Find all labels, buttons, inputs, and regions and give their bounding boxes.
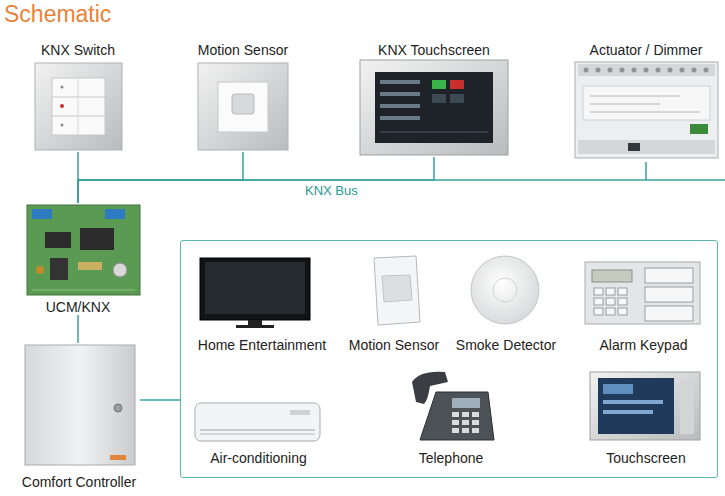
touchscreen-node: KNX Touchscreen: [355, 42, 513, 157]
device-label: KNX Switch: [41, 42, 115, 58]
switch-node: KNX Switch: [30, 42, 126, 152]
device-label: Motion Sensor: [198, 42, 288, 58]
device-label: Touchscreen: [606, 450, 685, 466]
device-label: UCM/KNX: [46, 299, 111, 315]
device-node: Home Entertainment: [187, 253, 337, 353]
motion-sensor-picture: [198, 63, 288, 150]
device-node: Telephone: [401, 366, 501, 466]
actuator-node: Actuator / Dimmer: [570, 42, 722, 162]
device-node: Smoke Detector: [451, 253, 561, 353]
bus-connector: [77, 315, 79, 343]
bus-connector: [78, 162, 646, 203]
device-label: Smoke Detector: [456, 337, 556, 353]
air-conditioner-picture: [195, 403, 320, 441]
smoke-detector-picture: [471, 256, 539, 324]
bus-label: KNX Bus: [303, 183, 360, 198]
bus-connector: [78, 152, 243, 203]
telephone-picture: [412, 372, 494, 440]
controller-box-picture: [25, 345, 135, 465]
page-title: Schematic: [4, 0, 111, 28]
device-label: Home Entertainment: [198, 337, 326, 353]
device-label: KNX Touchscreen: [378, 42, 490, 58]
device-node: Motion Sensor: [344, 253, 444, 353]
knx-switch-picture: [35, 63, 122, 150]
tv-picture: [200, 258, 310, 328]
touchscreen-picture: [590, 372, 700, 440]
device-label: Motion Sensor: [349, 337, 439, 353]
device-node: Air-conditioning: [191, 396, 326, 466]
pir-sensor-picture: [374, 256, 420, 325]
knx-touchscreen-picture: [360, 60, 508, 155]
device-group: Home Entertainment Motion Sensor Smoke Det…: [180, 240, 718, 478]
ucm-board-picture: [27, 205, 140, 295]
controller-node: Comfort Controller: [18, 343, 140, 490]
bus-line: [646, 179, 725, 181]
interface-node: UCM/KNX: [18, 203, 138, 315]
device-node: Touchscreen: [586, 366, 706, 466]
device-node: Alarm Keypad: [581, 253, 706, 353]
device-label: Air-conditioning: [210, 450, 307, 466]
sensor-node: Motion Sensor: [193, 42, 293, 152]
device-label: Comfort Controller: [22, 474, 136, 490]
bus-connector: [140, 399, 180, 401]
device-label: Actuator / Dimmer: [590, 42, 703, 58]
device-label: Alarm Keypad: [600, 337, 688, 353]
device-label: Telephone: [419, 450, 484, 466]
actuator-picture: [575, 62, 718, 158]
alarm-keypad-picture: [585, 262, 700, 324]
